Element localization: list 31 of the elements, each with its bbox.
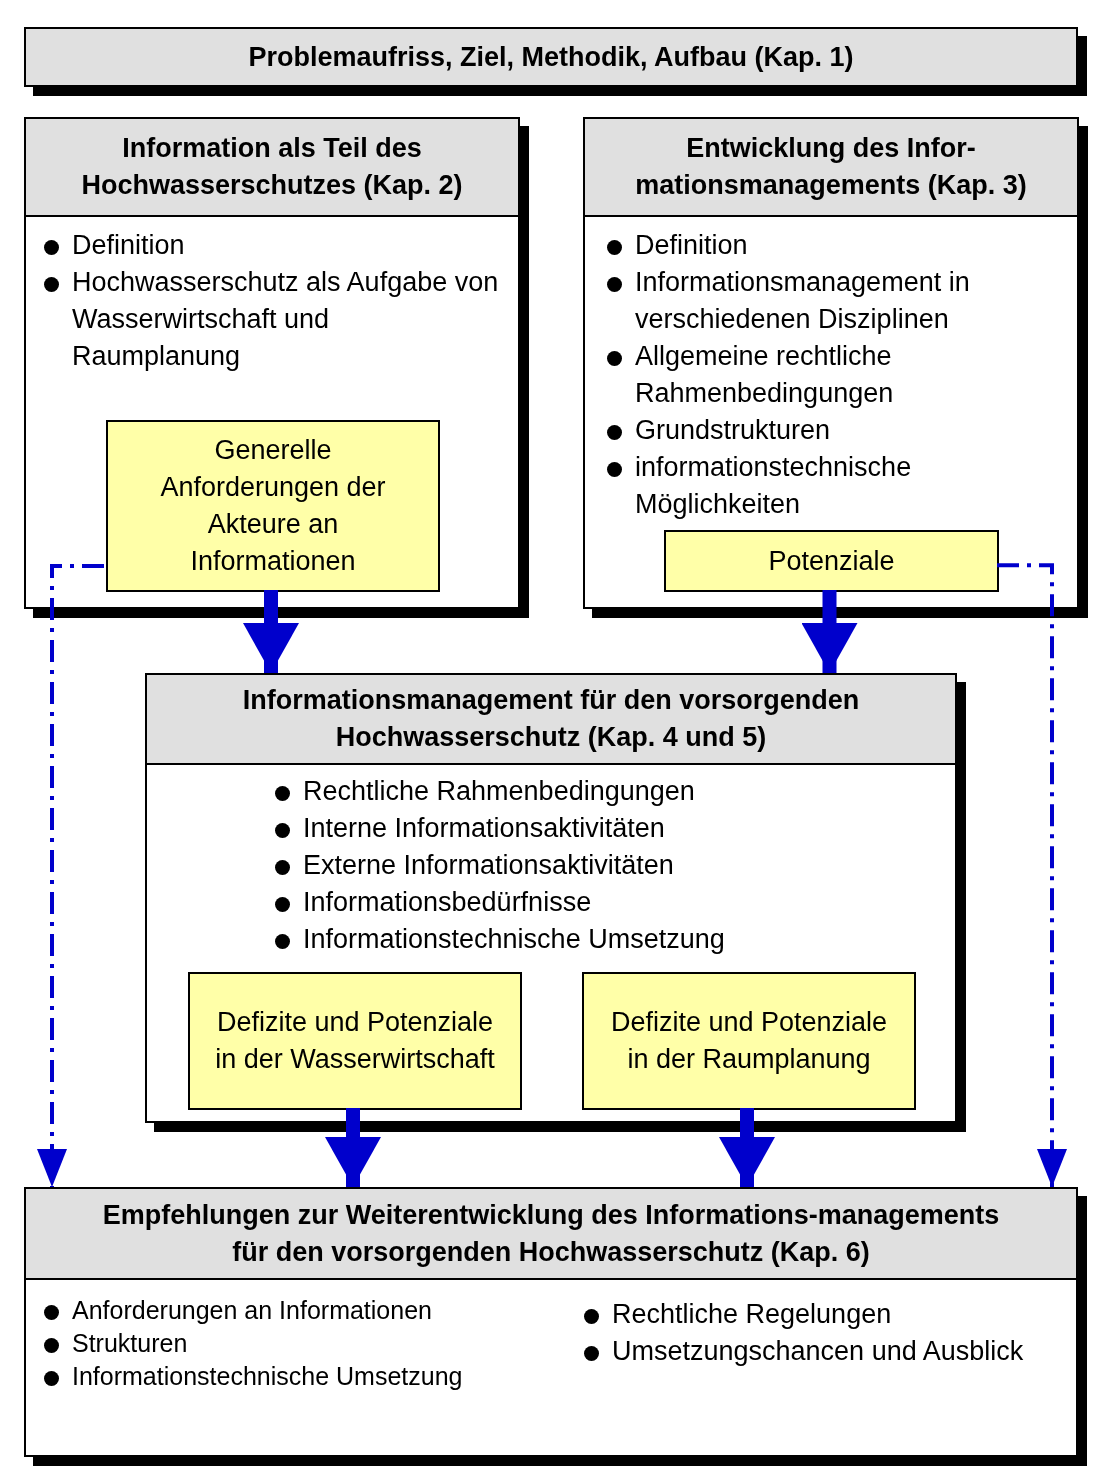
- bullet-item: Definition: [603, 227, 1059, 264]
- bullet-item: Rechtliche Regelungen: [580, 1296, 1062, 1333]
- bullet-item: Strukturen: [40, 1327, 580, 1360]
- result-box: Generelle Anforderungen der Akteure an Informationen: [106, 420, 440, 592]
- bullet-item: Informationsmanagement in verschiedenen Disziplinen: [603, 264, 1059, 338]
- bullet-item: Informationsbedürfnisse: [271, 884, 831, 921]
- bullet-item: Anforderungen an Informationen: [40, 1294, 580, 1327]
- arrow: [801, 590, 858, 673]
- bullet-item: Hochwasserschutz als Aufgabe von Wasserwirtschaft und Raumplanung: [40, 264, 504, 375]
- bullet-item: Informationstechnische Umsetzung: [40, 1360, 580, 1393]
- chapter-heading: Entwicklung des Infor-mationsmanagements (Kap. 3): [585, 119, 1077, 217]
- chapter-heading: Informationsmanagement für den vorsorgenden Hochwasserschutz (Kap. 4 und 5): [147, 675, 955, 765]
- bullet-item: Informationstechnische Umsetzung: [271, 921, 831, 958]
- chapter-heading: Information als Teil des Hochwasserschutzes (Kap. 2): [26, 119, 518, 217]
- bullet-item: Umsetzungschancen und Ausblick: [580, 1333, 1062, 1370]
- result-box: Potenziale: [664, 530, 999, 592]
- bullet-item: informationstechnische Möglichkeiten: [603, 449, 1059, 523]
- bullet-item: Interne Informationsaktivitäten: [271, 810, 831, 847]
- arrow: [243, 590, 299, 673]
- result-box: Defizite und Potenziale in der Wasserwirtschaft: [188, 972, 522, 1110]
- arrow: [997, 563, 1067, 1187]
- arrow: [719, 1108, 775, 1187]
- bullet-item: Allgemeine rechtliche Rahmenbedingungen: [603, 338, 1059, 412]
- arrow: [37, 563, 104, 1187]
- bullet-item: Grundstrukturen: [603, 412, 1059, 449]
- chapter-heading: Empfehlungen zur Weiterentwicklung des Informations-managements für den vorsorgenden Hochwasserschutz (Kap. 6): [26, 1189, 1076, 1280]
- bullet-item: Rechtliche Rahmenbedingungen: [271, 773, 831, 810]
- result-box: Defizite und Potenziale in der Raumplanung: [582, 972, 916, 1110]
- bullet-item: Externe Informationsaktivitäten: [271, 847, 831, 884]
- arrow: [325, 1108, 381, 1187]
- bullet-item: Definition: [40, 227, 504, 264]
